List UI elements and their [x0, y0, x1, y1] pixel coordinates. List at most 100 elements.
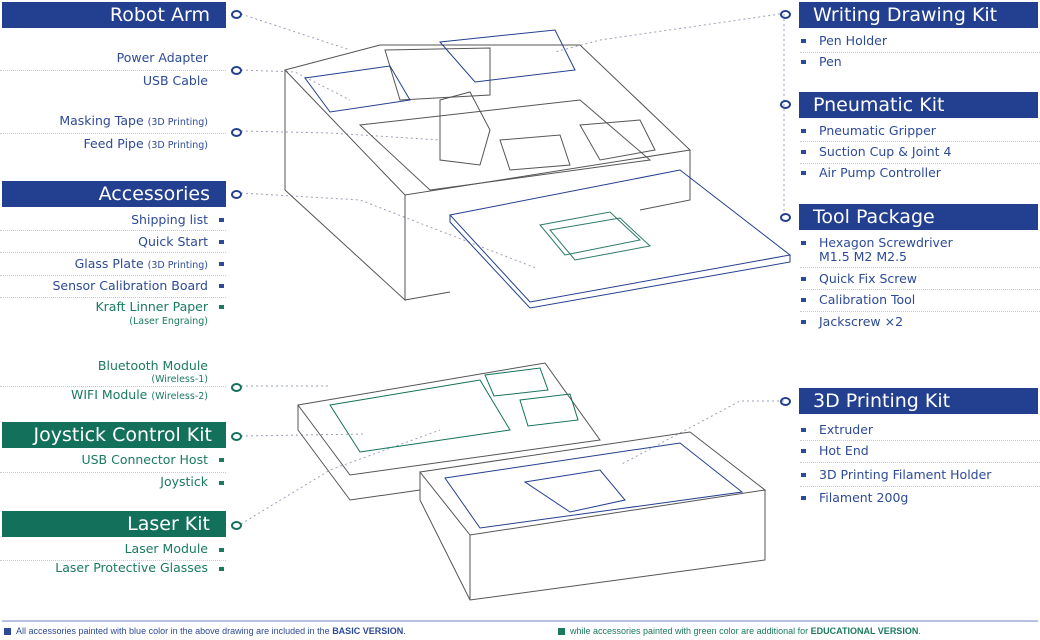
- legend-basic-version: BASIC VERSION: [332, 626, 404, 636]
- bullet: [219, 458, 224, 462]
- leader-lines: [240, 13, 785, 525]
- pneumatic-kit-title: Pneumatic Kit: [813, 94, 945, 116]
- item-feed-pipe: Feed Pipe (3D Printing): [84, 136, 208, 154]
- bullet: [219, 481, 224, 485]
- note: (3D Printing): [147, 117, 208, 128]
- joystick-kit-title: Joystick Control Kit: [33, 424, 213, 446]
- divider: [0, 252, 226, 253]
- marker-dot: [231, 128, 242, 137]
- joystick-kit-header: Joystick Control Kit: [2, 422, 226, 448]
- item-sensor-calibration-board: Sensor Calibration Board: [52, 278, 208, 293]
- marker-dot: [231, 190, 242, 199]
- writing-kit-header: Writing Drawing Kit: [799, 2, 1038, 28]
- divider: [800, 163, 1040, 164]
- item-calibration-tool: Calibration Tool: [819, 292, 916, 307]
- divider: [800, 289, 1040, 290]
- printing-kit-title: 3D Printing Kit: [813, 390, 951, 412]
- label: Glass Plate: [74, 256, 144, 271]
- divider: [800, 52, 1040, 53]
- laser-kit-header: Laser Kit: [2, 511, 226, 537]
- bullet: [801, 241, 806, 245]
- accessory-tray: [297, 362, 601, 501]
- printing-kit-header: 3D Printing Kit: [799, 388, 1038, 414]
- divider: [800, 311, 1040, 312]
- item-jackscrew: Jackscrew ×2: [819, 314, 904, 329]
- green-swatch: [558, 628, 565, 635]
- item-bluetooth-module: Bluetooth Module: [97, 358, 208, 373]
- item-bluetooth-note: (Wireless-1): [151, 374, 208, 385]
- item-shipping-list: Shipping list: [131, 212, 208, 227]
- divider: [800, 486, 1040, 487]
- divider: [800, 440, 1040, 441]
- divider: [0, 386, 226, 387]
- bullet: [801, 171, 806, 175]
- item-extruder: Extruder: [819, 422, 874, 437]
- marker-dot: [780, 10, 791, 19]
- robot-arm-header: Robot Arm: [2, 2, 226, 28]
- tool-package-title: Tool Package: [813, 206, 935, 228]
- bullet: [801, 496, 806, 500]
- item-filament: Filament 200g: [819, 490, 909, 505]
- item-hex-screwdriver: Hexagon Screwdriver: [819, 235, 953, 250]
- item-kraft-note: (Laser Engraing): [129, 316, 208, 327]
- packaging-illustration: [240, 13, 792, 601]
- writing-kit-tray: [438, 29, 576, 83]
- footer-rule: [2, 620, 1038, 622]
- marker-dot: [231, 383, 242, 392]
- item-hot-end: Hot End: [819, 443, 869, 458]
- label: Masking Tape: [59, 113, 144, 128]
- writing-kit-title: Writing Drawing Kit: [813, 4, 998, 26]
- bullet: [801, 39, 806, 43]
- divider: [0, 472, 226, 473]
- documents: [539, 211, 652, 261]
- bullet: [219, 262, 224, 266]
- bullet: [219, 548, 224, 552]
- item-pen-holder: Pen Holder: [819, 33, 887, 48]
- divider: [0, 297, 226, 298]
- pneumatic-kit-header: Pneumatic Kit: [799, 92, 1038, 118]
- note: (Wireless-2): [151, 391, 208, 402]
- item-quick-start: Quick Start: [138, 234, 208, 249]
- bullet: [801, 150, 806, 154]
- bullet: [801, 449, 806, 453]
- legend-edu-text: while accessories painted with green col…: [570, 626, 811, 636]
- bullet: [219, 284, 224, 288]
- bullet: [219, 218, 224, 222]
- bullet: [801, 298, 806, 302]
- item-air-pump-controller: Air Pump Controller: [819, 165, 941, 180]
- divider: [0, 560, 226, 561]
- marker-dot: [780, 213, 791, 222]
- note: (3D Printing): [147, 140, 208, 151]
- item-filament-holder: 3D Printing Filament Holder: [819, 467, 992, 482]
- laser-kit-title: Laser Kit: [127, 513, 210, 535]
- item-glass-plate: Glass Plate (3D Printing): [75, 256, 208, 274]
- accessories-header: Accessories: [2, 181, 226, 207]
- accessories-title: Accessories: [98, 183, 210, 205]
- label: Feed Pipe: [83, 136, 144, 151]
- item-pneumatic-gripper: Pneumatic Gripper: [819, 123, 936, 138]
- legend-footer: All accessories painted with blue color …: [0, 620, 1040, 640]
- main-box-drawing: [284, 44, 692, 302]
- tool-package-header: Tool Package: [799, 204, 1038, 230]
- marker-dot: [231, 432, 242, 441]
- marker-dot: [780, 100, 791, 109]
- item-laser-module: Laser Module: [124, 541, 208, 556]
- divider: [0, 133, 226, 134]
- marker-dot: [231, 10, 242, 19]
- item-masking-tape: Masking Tape (3D Printing): [59, 113, 208, 131]
- extruder-drawing: [523, 469, 626, 513]
- printing-kit-area: [444, 442, 744, 529]
- divider: [0, 70, 226, 71]
- divider: [800, 267, 1040, 268]
- divider: [0, 275, 226, 276]
- item-laser-glasses: Laser Protective Glasses: [55, 560, 208, 575]
- item-kraft-paper: Kraft Linner Paper: [95, 299, 208, 314]
- item-power-adapter: Power Adapter: [116, 50, 208, 65]
- accessories-lid: [449, 169, 792, 309]
- printing-tray: [419, 431, 767, 601]
- bullet: [801, 277, 806, 281]
- item-usb-cable: USB Cable: [142, 73, 208, 88]
- legend-edu-version: EDUCATIONAL VERSION: [810, 626, 919, 636]
- legend-basic-text: All accessories painted with blue color …: [16, 626, 333, 636]
